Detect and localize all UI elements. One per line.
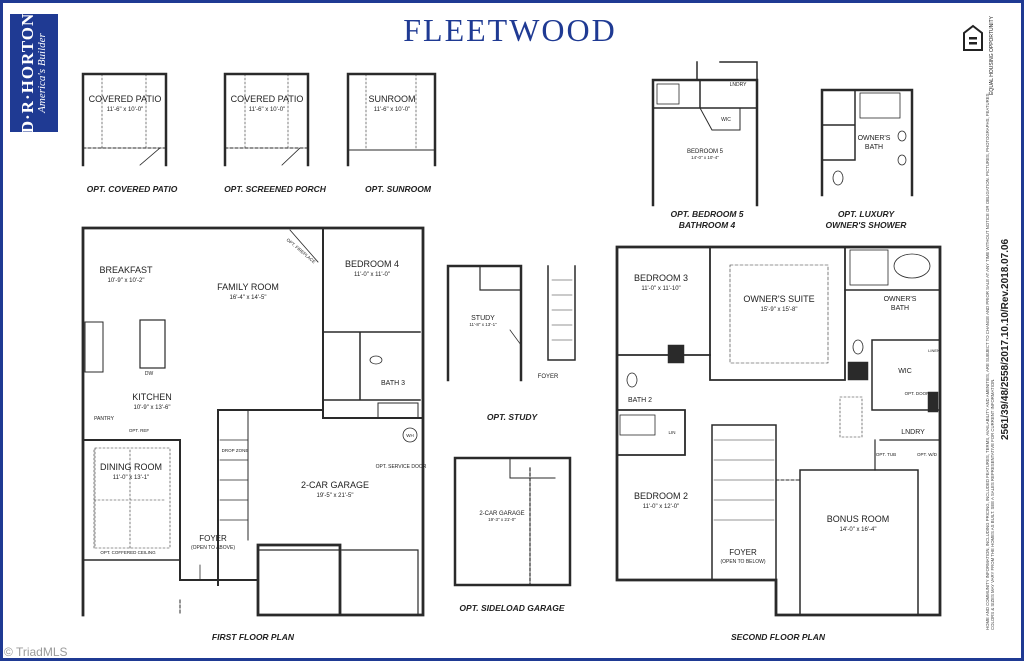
garage-label: 2-CAR GARAGE bbox=[301, 480, 369, 490]
opt-ref-label: OPT. REF bbox=[129, 428, 150, 433]
luxury-bath-label1: OWNER'S bbox=[858, 135, 891, 142]
foyer2-sub: (OPEN TO BELOW) bbox=[720, 559, 765, 565]
opt-fireplace-label: OPT. FIREPLACE bbox=[285, 237, 316, 264]
breakfast-label: BREAKFAST bbox=[99, 265, 153, 275]
lin-label: LIN bbox=[668, 430, 675, 435]
linen-label: LINEN bbox=[928, 348, 940, 353]
foyer2-label: FOYER bbox=[729, 548, 757, 557]
bedroom2-dims: 11'-0" x 12'-0" bbox=[643, 504, 679, 510]
luxury-bath-label2: BATH bbox=[865, 144, 883, 151]
kitchen-dims: 10'-9" x 13'-6" bbox=[134, 405, 171, 411]
dw-label: DW bbox=[145, 371, 154, 377]
opt-luxury-shower-drawing bbox=[820, 88, 914, 197]
study-caption: OPT. STUDY bbox=[487, 412, 539, 422]
foyer1-label: FOYER bbox=[199, 534, 227, 543]
owners-bath-label1: OWNER'S bbox=[884, 296, 917, 303]
second-floor-caption: SECOND FLOOR PLAN bbox=[731, 632, 826, 642]
luxury-caption2: OWNER'S SHOWER bbox=[826, 220, 908, 230]
bedroom4-dims: 11'-0" x 11'-0" bbox=[354, 272, 390, 278]
bath3-label: BATH 3 bbox=[381, 380, 405, 387]
second-floor-drawing bbox=[615, 245, 942, 617]
bedroom5-caption1: OPT. BEDROOM 5 bbox=[670, 209, 743, 219]
owners-bath-label2: BATH bbox=[891, 305, 909, 312]
garage-dims: 19'-5" x 21'-5" bbox=[317, 493, 354, 499]
opt-sideload-garage-drawing bbox=[453, 456, 572, 587]
bonus-room-dims: 14'-0" x 16'-4" bbox=[840, 527, 877, 533]
bath2-label: BATH 2 bbox=[628, 397, 652, 404]
covered-patio-label: COVERED PATIO bbox=[89, 94, 162, 104]
first-floor-drawing bbox=[81, 226, 425, 617]
covered-patio-caption: OPT. COVERED PATIO bbox=[87, 184, 178, 194]
owners-suite-dims: 15'-9" x 15'-8" bbox=[761, 307, 798, 313]
wh-label: WH bbox=[406, 433, 414, 438]
bedroom5-caption2: BATHROOM 4 bbox=[679, 220, 736, 230]
opt-tub-label: OPT. TUB bbox=[876, 452, 896, 457]
sideload-label: 2-CAR GARAGE bbox=[479, 511, 524, 517]
family-room-dims: 16'-4" x 14'-5" bbox=[230, 295, 267, 301]
sunroom-dims: 11'-6" x 10'-0" bbox=[374, 107, 410, 113]
opt-bedroom5-drawing bbox=[651, 61, 759, 207]
family-room-label: FAMILY ROOM bbox=[217, 282, 279, 292]
study-label: STUDY bbox=[471, 315, 495, 322]
breakfast-dims: 10'-9" x 10'-2" bbox=[108, 278, 145, 284]
sunroom-label: SUNROOM bbox=[369, 94, 416, 104]
bedroom5-wic: WIC bbox=[721, 117, 731, 123]
screened-porch-dims: 11'-6" x 10'-0" bbox=[249, 107, 285, 113]
opt-service-door-label: OPT. SERVICE DOOR bbox=[376, 464, 427, 470]
foyer1-sub: (OPEN TO ABOVE) bbox=[191, 545, 235, 551]
kitchen-label: KITCHEN bbox=[132, 392, 172, 402]
covered-patio-dims: 11'-6" x 10'-0" bbox=[107, 107, 143, 113]
pantry-label: PANTRY bbox=[94, 416, 114, 422]
opt-door-label: OPT. DOOR bbox=[905, 391, 931, 396]
sideload-dims: 19'-3" x 21'-0" bbox=[488, 517, 516, 522]
dining-room-dims: 11'-0" x 13'-1" bbox=[113, 475, 149, 481]
sunroom-caption: OPT. SUNROOM bbox=[365, 184, 432, 194]
screened-porch-label: COVERED PATIO bbox=[231, 94, 304, 104]
bedroom2-label: BEDROOM 2 bbox=[634, 491, 688, 501]
watermark: © TriadMLS bbox=[4, 645, 68, 659]
sideload-caption: OPT. SIDELOAD GARAGE bbox=[459, 603, 564, 613]
drop-zone-label: DROP ZONE bbox=[222, 448, 249, 453]
luxury-caption1: OPT. LUXURY bbox=[838, 209, 896, 219]
owners-suite-label: OWNER'S SUITE bbox=[743, 294, 814, 304]
bedroom3-label: BEDROOM 3 bbox=[634, 273, 688, 283]
bedroom5-lndry: LNDRY bbox=[730, 82, 748, 88]
coffered-label: OPT. COFFERED CEILING bbox=[100, 550, 156, 555]
lndry-label: LNDRY bbox=[901, 429, 925, 436]
opt-covered-patio-drawing bbox=[81, 72, 168, 167]
bedroom5-label: BEDROOM 5 bbox=[687, 149, 724, 155]
opt-sunroom-drawing bbox=[346, 72, 437, 167]
plan-title: FLEETWOOD bbox=[403, 12, 617, 48]
drhorton-logo bbox=[10, 14, 58, 132]
equal-housing-icon bbox=[963, 24, 983, 51]
study-dims: 11'-8" x 13'-1" bbox=[469, 322, 497, 327]
bedroom4-label: BEDROOM 4 bbox=[345, 259, 399, 269]
bedroom5-dims: 14'-0" x 10'-4" bbox=[691, 155, 719, 160]
opt-wd-label: OPT. W/D bbox=[917, 452, 938, 457]
bonus-room-label: BONUS ROOM bbox=[827, 514, 890, 524]
first-floor-caption: FIRST FLOOR PLAN bbox=[212, 632, 295, 642]
screened-porch-caption: OPT. SCREENED PORCH bbox=[224, 184, 327, 194]
bedroom3-dims: 11'-0" x 11'-10" bbox=[641, 286, 680, 292]
opt-study-drawing bbox=[446, 264, 576, 382]
dining-room-label: DINING ROOM bbox=[100, 462, 162, 472]
study-foyer: FOYER bbox=[538, 374, 559, 380]
wic-label: WIC bbox=[898, 368, 912, 375]
opt-screened-porch-drawing bbox=[223, 72, 310, 167]
